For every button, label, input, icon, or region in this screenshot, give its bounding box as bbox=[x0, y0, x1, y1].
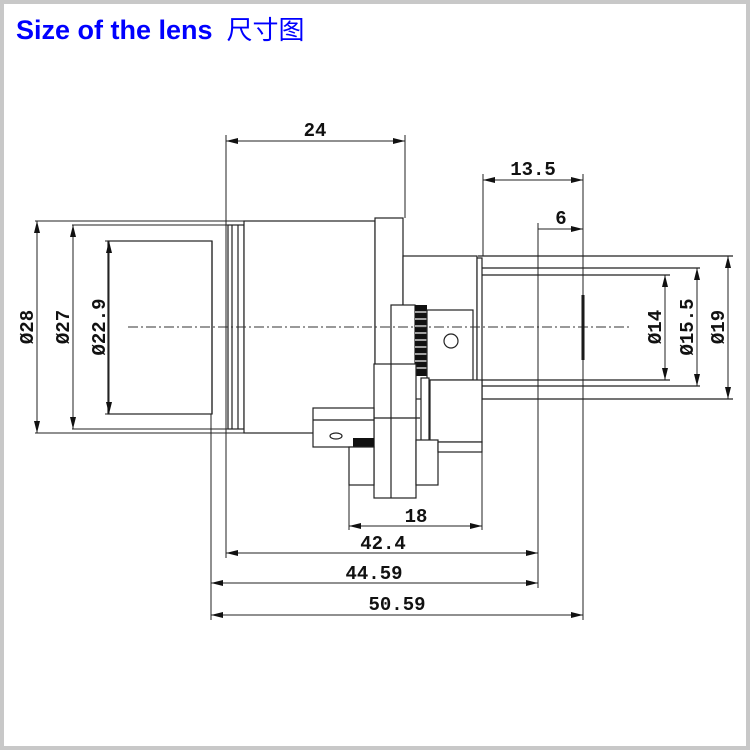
dim-dia-14: Ø14 bbox=[645, 310, 667, 344]
dim-24: 24 bbox=[304, 120, 327, 142]
page-title: Size of the lens 尺寸图 bbox=[16, 10, 305, 47]
dim-18: 18 bbox=[405, 506, 428, 528]
motor-block bbox=[390, 304, 416, 366]
dimension-lines bbox=[34, 138, 731, 618]
dim-42-4: 42.4 bbox=[360, 533, 406, 555]
screw-icon bbox=[443, 333, 459, 349]
dim-dia-22-9: Ø22.9 bbox=[89, 298, 111, 355]
dim-44-59: 44.59 bbox=[345, 563, 402, 585]
dim-dia-19: Ø19 bbox=[708, 310, 730, 344]
dim-6: 6 bbox=[555, 208, 566, 230]
dim-13-5: 13.5 bbox=[510, 159, 556, 181]
title-chinese: 尺寸图 bbox=[226, 16, 305, 46]
dim-50-59: 50.59 bbox=[368, 594, 425, 616]
title-english: Size of the lens bbox=[16, 15, 213, 45]
dim-dia-27: Ø27 bbox=[53, 310, 75, 344]
cable-icon bbox=[353, 438, 374, 448]
dim-dia-28: Ø28 bbox=[17, 310, 39, 344]
dim-dia-15-5: Ø15.5 bbox=[677, 298, 699, 355]
control-block bbox=[429, 379, 483, 443]
extension-lines bbox=[35, 135, 584, 620]
lens-outline bbox=[107, 217, 733, 499]
iris-block bbox=[426, 309, 474, 381]
mount-plate bbox=[373, 363, 417, 499]
